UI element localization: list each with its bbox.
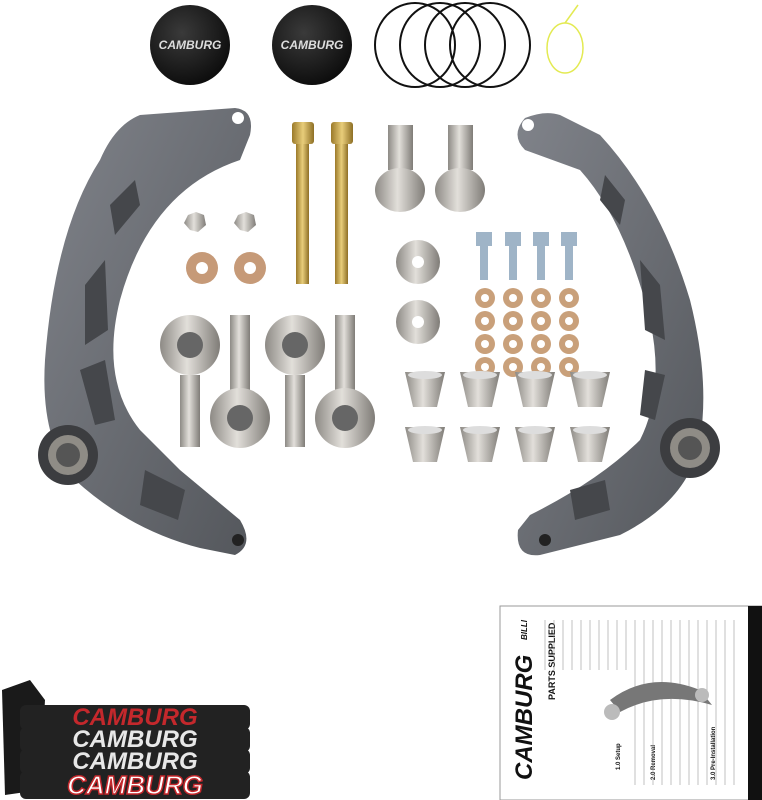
misalignment-spacer (405, 372, 445, 407)
cap-logo: CAMBURG (281, 38, 344, 52)
sticker-text: CAMBURG (72, 748, 197, 775)
stepped-spacers (375, 125, 485, 212)
nuts-and-washers (184, 212, 266, 284)
rod-ends (160, 315, 375, 448)
dust-cap: CAMBURG (150, 5, 230, 85)
sheet-section: 2.0 Removal (651, 745, 657, 780)
sheet-section: 1.0 Setup (616, 743, 622, 770)
misalignment-spacer (570, 427, 610, 462)
upper-control-arm-right (517, 113, 720, 556)
long-bolts (292, 122, 353, 284)
misalignment-spacer (515, 427, 555, 462)
sheet-corner-label: BILLI (520, 619, 529, 640)
misalignment-spacer (515, 372, 555, 407)
cone-washers (396, 240, 440, 344)
sheet-parts-heading: PARTS SUPPLIED (547, 622, 557, 700)
misalignment-spacer (570, 372, 610, 407)
misalignment-spacer (460, 427, 500, 462)
misalignment-spacer (460, 372, 500, 407)
sticker-text: CAMBURG (72, 704, 197, 731)
o-rings (374, 2, 531, 88)
sticker-text: CAMBURG (72, 726, 197, 753)
upper-control-arm-left (38, 108, 251, 555)
misalignment-spacer (405, 427, 445, 462)
sticker-text: CAMBURG (67, 770, 203, 800)
camburg-stickers: CAMBURG CAMBURG CAMBURG CAMBURG (2, 680, 250, 800)
safety-wire (546, 4, 584, 74)
sheet-section: 3.0 Pre-Installation (711, 726, 717, 780)
small-washers (475, 288, 579, 377)
sheet-brand: CAMBURG (511, 655, 538, 780)
dust-cap: CAMBURG (272, 5, 352, 85)
cap-logo: CAMBURG (159, 38, 222, 52)
misalignment-spacers (405, 371, 610, 462)
instruction-sheet: CAMBURG PARTS SUPPLIED BILLI 1.0 Setup 2… (499, 605, 762, 800)
short-bolts (476, 232, 577, 280)
